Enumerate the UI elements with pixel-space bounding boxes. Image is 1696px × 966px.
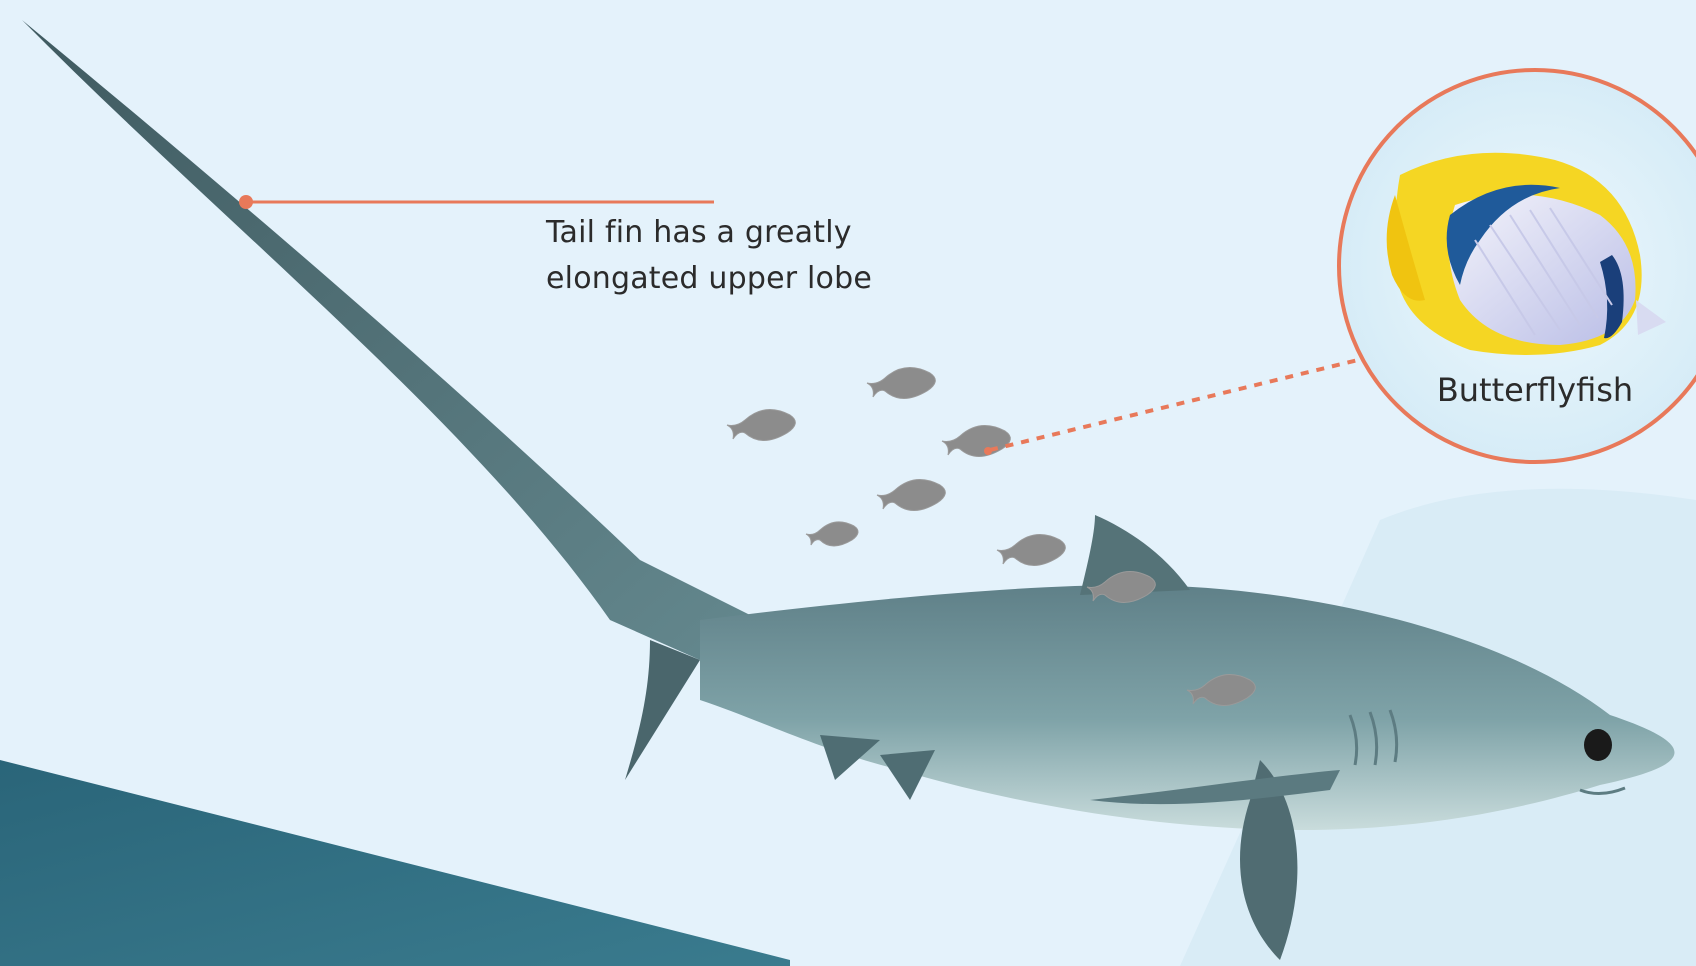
tail-fin-callout-line1: Tail fin has a greatly	[546, 210, 906, 256]
shark-eye	[1584, 729, 1612, 761]
tail-fin-callout: Tail fin has a greatly elongated upper l…	[546, 210, 906, 302]
tail-fin-callout-line2: elongated upper lobe	[546, 256, 906, 302]
tail-callout-dot	[239, 195, 253, 209]
butterflyfish-label: Butterflyfish	[1420, 371, 1650, 409]
butterflyfish-callout-dot	[984, 447, 992, 455]
